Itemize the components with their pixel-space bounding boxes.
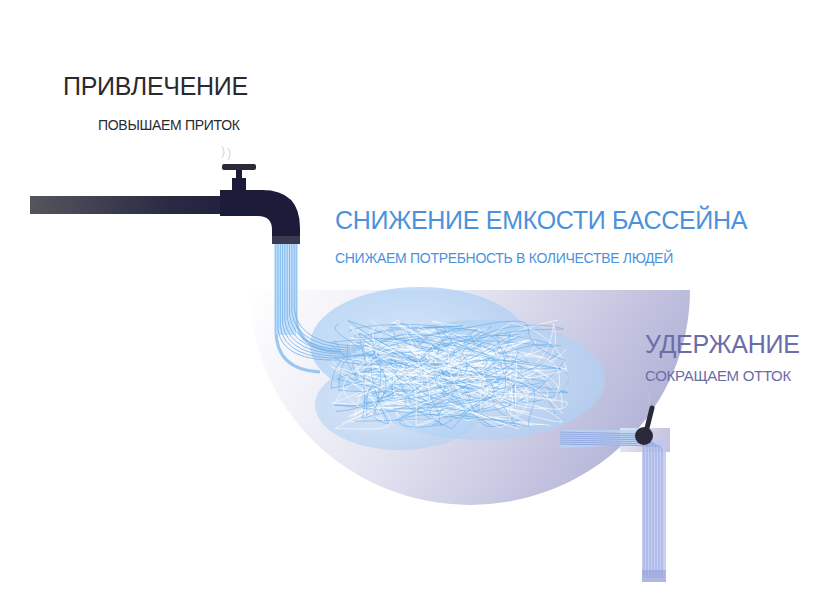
stage-subheading: ПОВЫШАЕМ ПРИТОК xyxy=(98,117,240,133)
stream-strand xyxy=(560,444,662,578)
inflow-stream xyxy=(276,240,296,335)
water-strand xyxy=(343,340,530,420)
water-strand xyxy=(358,335,524,406)
water-strand xyxy=(366,340,567,414)
stage-subheading: СНИЖАЕМ ПОТРЕБНОСТЬ В КОЛИЧЕСТВЕ ЛЮДЕЙ xyxy=(335,250,673,266)
stream-strand xyxy=(560,440,656,578)
faucet-spout xyxy=(220,190,300,238)
water-strand xyxy=(331,327,485,429)
stage-heading: ПРИВЛЕЧЕНИЕ xyxy=(63,72,248,101)
stream-strand xyxy=(560,436,650,578)
faucet-handle xyxy=(222,164,256,170)
stream-strand xyxy=(560,438,653,578)
stage-heading: СНИЖЕНИЕ ЕМКОСТИ БАССЕЙНА xyxy=(335,206,747,235)
stream-strand xyxy=(560,432,644,578)
water-strand xyxy=(418,329,496,401)
stream-strand xyxy=(560,442,659,578)
stream-strand xyxy=(560,434,647,578)
water-strand xyxy=(339,334,567,421)
stage-subheading: СОКРАЩАЕМ ОТТОК xyxy=(645,367,791,384)
stage-heading: УДЕРЖАНИЕ xyxy=(645,330,800,359)
water-strand xyxy=(362,360,529,420)
water-tangle xyxy=(310,287,605,450)
pool-bowl xyxy=(250,290,690,505)
water-strand xyxy=(348,321,561,429)
